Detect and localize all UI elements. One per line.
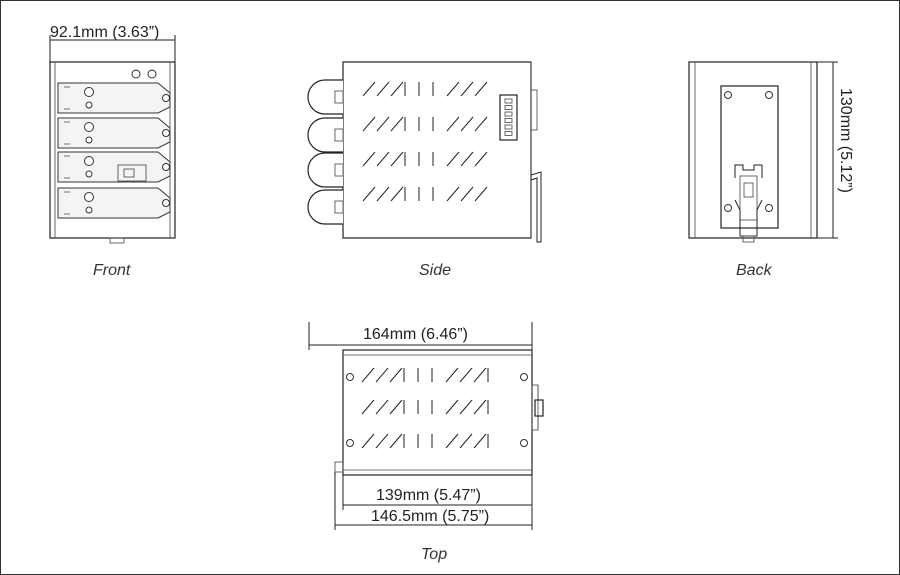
vent-row xyxy=(361,367,489,383)
front-drive-bay xyxy=(57,117,171,149)
top-caption: Top xyxy=(421,546,447,563)
side-tray-handle xyxy=(307,189,344,225)
back-height-dimension: 130mm (5.12”) xyxy=(837,88,854,193)
front-view: 92.1mm (3.63”) xyxy=(49,24,176,244)
side-view xyxy=(307,61,542,243)
vent-row xyxy=(362,116,488,132)
side-tray-handle xyxy=(307,79,344,115)
front-drive-bay xyxy=(57,151,171,183)
back-caption: Back xyxy=(736,262,773,279)
top-overall-dimension: 146.5mm (5.75”) xyxy=(371,508,489,525)
front-drive-bay xyxy=(57,187,171,219)
vent-row xyxy=(361,399,489,415)
side-tray-handle xyxy=(307,117,344,153)
side-caption: Side xyxy=(419,262,451,279)
side-tray-handle xyxy=(307,152,344,188)
vent-row xyxy=(362,151,488,167)
top-depth-dimension: 139mm (5.47”) xyxy=(376,487,481,504)
vent-row xyxy=(361,433,489,449)
front-drive-bay xyxy=(57,82,171,114)
vent-row xyxy=(362,186,488,202)
back-view: 130mm (5.12”) xyxy=(688,61,854,243)
front-width-dimension: 92.1mm (3.63”) xyxy=(50,24,159,41)
top-view: 164mm (6.46”) 139mm (5.47”) 146.5mm (5.7… xyxy=(308,322,544,530)
front-caption: Front xyxy=(93,262,131,279)
vent-row xyxy=(362,81,488,97)
top-width-dimension: 164mm (6.46”) xyxy=(363,326,468,343)
